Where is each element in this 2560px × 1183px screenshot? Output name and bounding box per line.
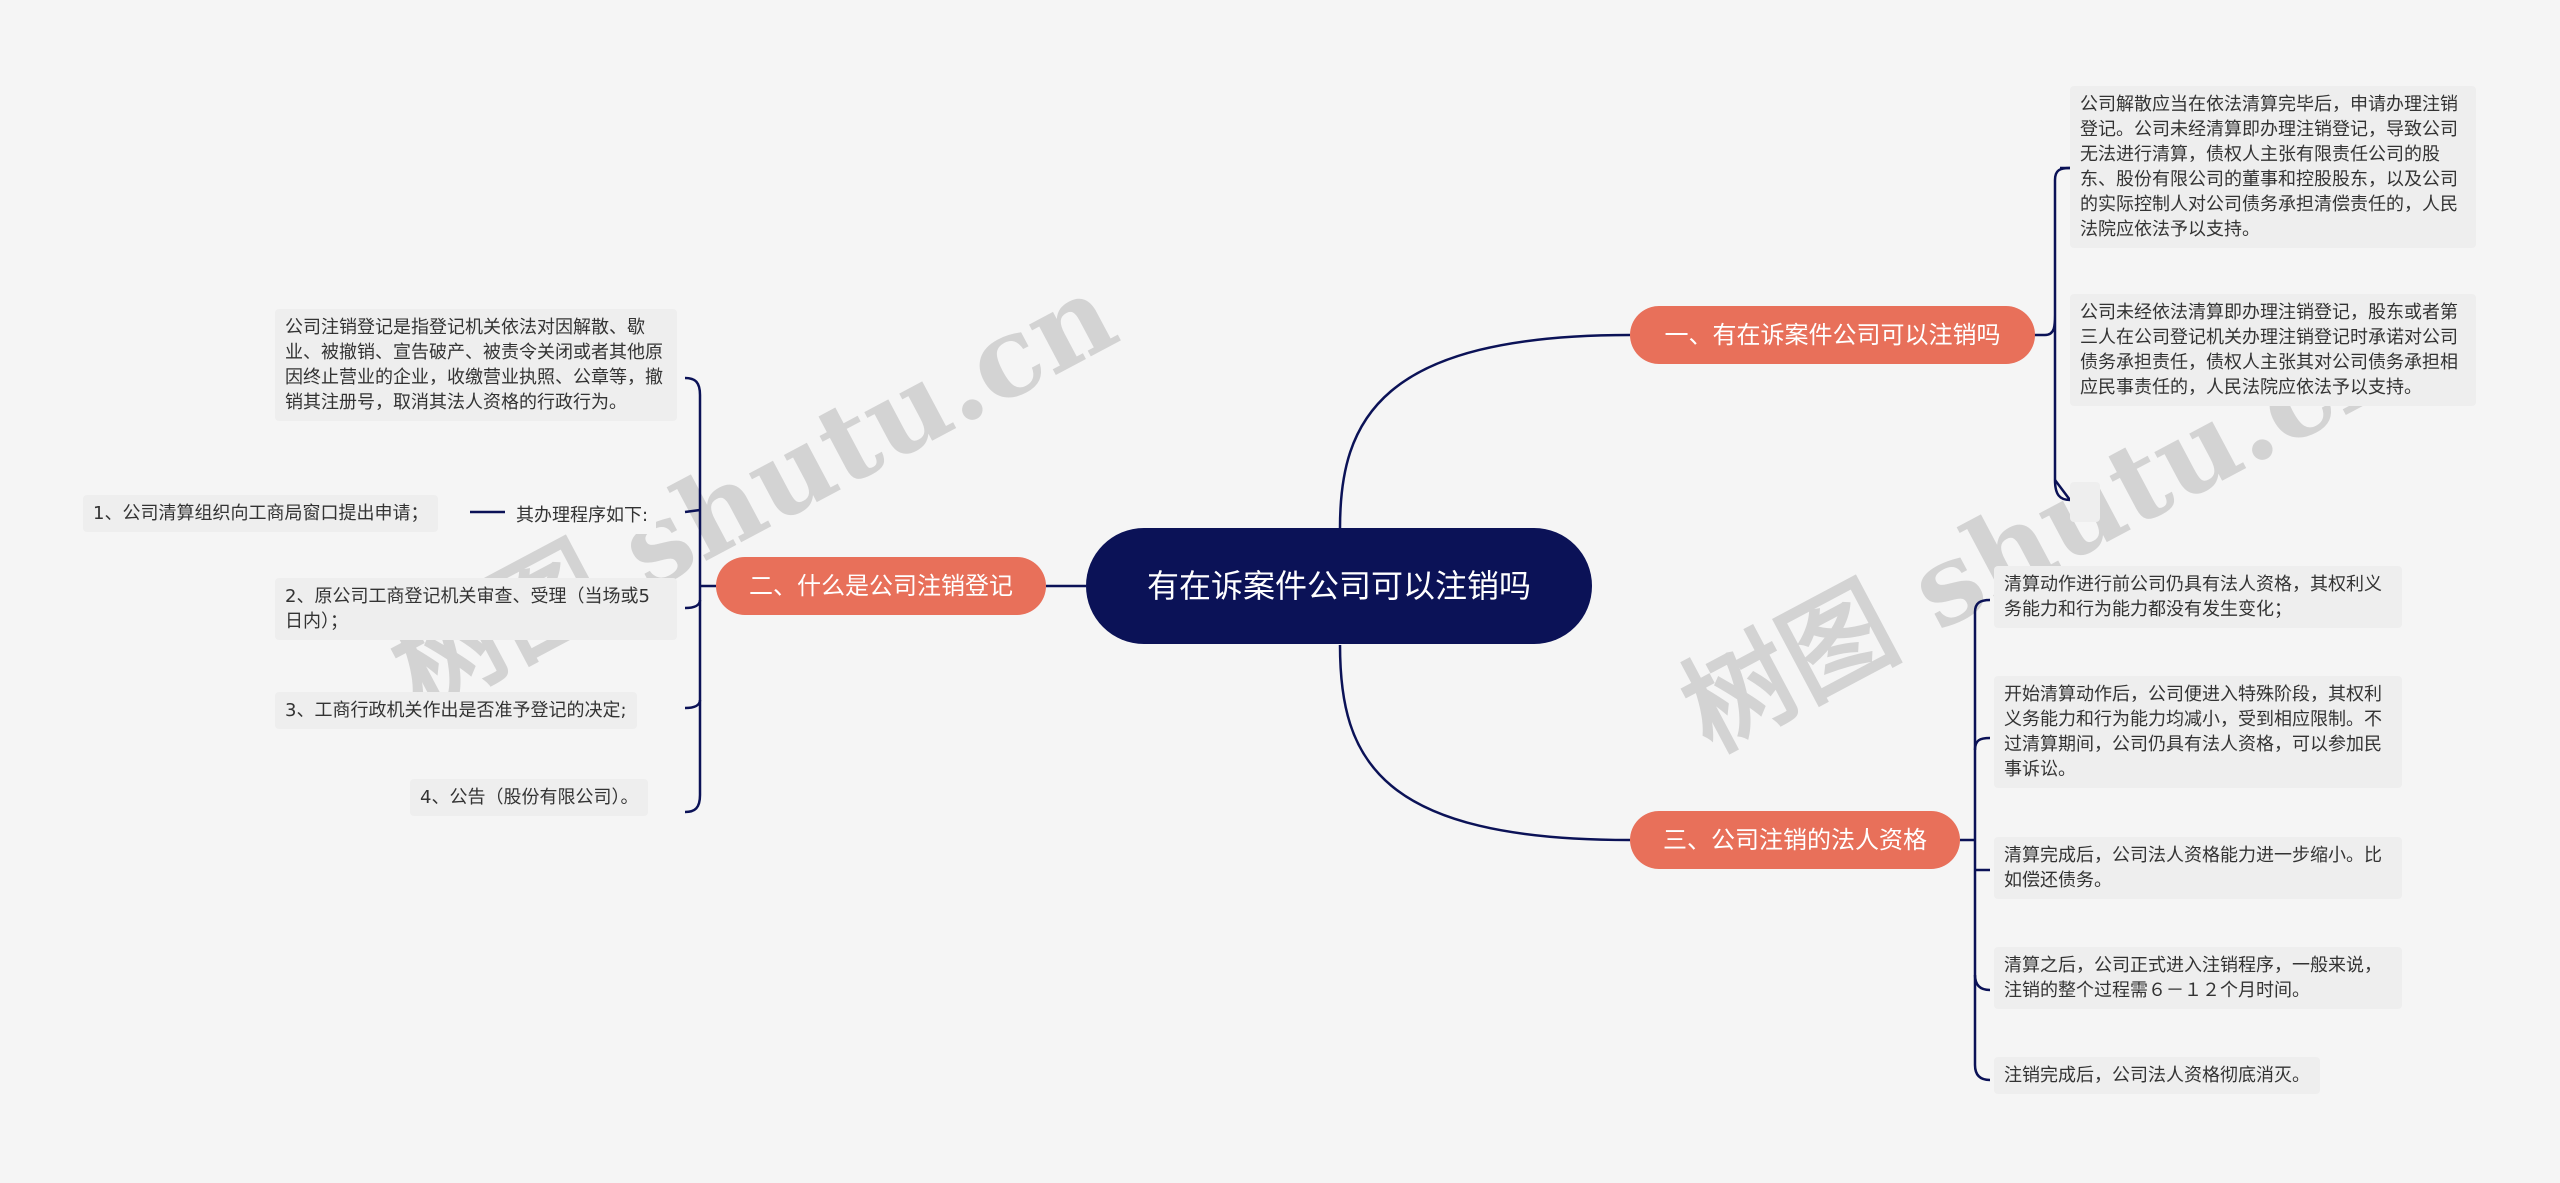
b2-leaf-1[interactable]: 公司注销登记是指登记机关依法对因解散、歇业、被撤销、宣告破产、被责令关闭或者其他…: [275, 309, 677, 421]
b1-leaf-2[interactable]: 公司未经依法清算即办理注销登记，股东或者第三人在公司登记机关办理注销登记时承诺对…: [2070, 294, 2476, 406]
link-b3-bracket: [1960, 598, 1991, 1082]
link-b1-leaf3: [2054, 479, 2071, 501]
b3-leaf-1[interactable]: 清算动作进行前公司仍具有法人资格，其权利义务能力和行为能力都没有发生变化；: [1994, 566, 2402, 628]
b3-leaf-5[interactable]: 注销完成后，公司法人资格彻底消灭。: [1994, 1057, 2320, 1094]
link-b2-bracket: [684, 376, 716, 814]
link-b2-leaf3: [684, 599, 702, 610]
link-b2-leaf2: [684, 508, 701, 514]
b1-leaf-1[interactable]: 公司解散应当在依法清算完毕后，申请办理注销登记。公司未经清算即办理注销登记，导致…: [2070, 86, 2476, 248]
root-topic[interactable]: 有在诉案件公司可以注销吗: [1086, 528, 1592, 644]
branch-1[interactable]: 一、有在诉案件公司可以注销吗: [1630, 306, 2035, 364]
link-b3-leaf4: [1973, 974, 1991, 992]
branch-3[interactable]: 三、公司注销的法人资格: [1630, 811, 1960, 869]
link-b1-bracket: [2030, 166, 2071, 502]
link-root-b1: [1338, 333, 1631, 529]
branch-2[interactable]: 二、什么是公司注销登记: [716, 557, 1046, 615]
link-b3-leaf2: [1973, 736, 1991, 751]
b3-leaf-2[interactable]: 开始清算动作后，公司便进入特殊阶段，其权利义务能力和行为能力均减小，受到相应限制…: [1994, 676, 2402, 788]
b1-leaf-empty[interactable]: [2070, 482, 2100, 522]
b3-leaf-4[interactable]: 清算之后，公司正式进入注销程序，一般来说，注销的整个过程需６－１２个月时间。: [1994, 947, 2402, 1009]
b3-leaf-3[interactable]: 清算完成后，公司法人资格能力进一步缩小。比如偿还债务。: [1994, 837, 2402, 899]
link-root-b3: [1338, 644, 1631, 842]
b2-leaf-4[interactable]: 3、工商行政机关作出是否准予登记的决定;: [275, 692, 637, 729]
link-b2-leaf4: [684, 699, 702, 710]
b2-leaf-3[interactable]: 2、原公司工商登记机关审查、受理（当场或5日内）；: [275, 578, 677, 640]
b2-sub-leaf[interactable]: 1、公司清算组织向工商局窗口提出申请；: [83, 495, 439, 532]
b2-leaf-5[interactable]: 4、公告（股份有限公司）。: [410, 779, 649, 816]
b2-leaf-2[interactable]: 其办理程序如下:: [508, 497, 657, 534]
